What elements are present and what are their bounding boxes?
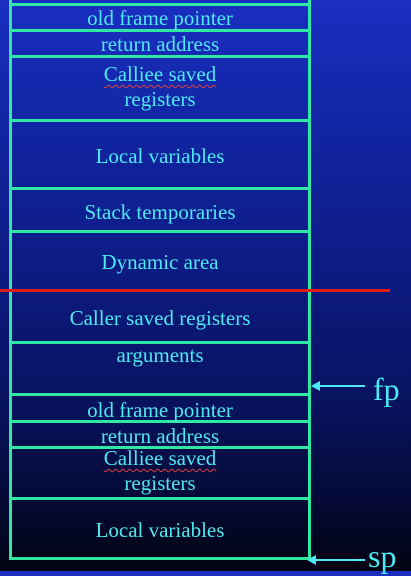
slot-divider — [9, 119, 311, 122]
slot-divider — [9, 393, 311, 396]
caller-saved-registers-label: Caller saved registers — [69, 306, 251, 330]
stack-left-border — [9, 0, 12, 560]
lower-old-frame-pointer-label: old frame pointer — [87, 398, 233, 422]
sp-pointer — [305, 546, 405, 576]
upper-old-frame-pointer-label: old frame pointer — [87, 6, 233, 30]
stack-right-border — [308, 0, 311, 560]
slot-divider — [9, 420, 311, 423]
frame-boundary-line — [0, 289, 390, 292]
sp-label: sp — [368, 538, 397, 574]
slot-divider — [9, 230, 311, 233]
arguments-label: arguments — [116, 343, 204, 367]
slot-divider — [9, 187, 311, 190]
lower-local-variables-label: Local variables — [95, 518, 225, 542]
lower-return-address-label: return address — [100, 424, 220, 448]
upper-local-variables-label: Local variables — [95, 144, 225, 168]
fp-pointer — [309, 372, 409, 402]
fp-arrow-icon — [311, 381, 365, 391]
slot-divider — [9, 29, 311, 32]
slot-divider — [9, 55, 311, 58]
lower-callee-saved-label: Calliee saved — [12, 446, 308, 471]
slot-divider — [9, 446, 311, 449]
upper-return-address-label: return address — [100, 32, 220, 56]
slot-divider — [9, 3, 311, 6]
lower-callee-saved-word: Calliee saved — [103, 446, 217, 470]
slot-divider — [9, 341, 311, 344]
lower-callee-saved-label-line2: registers — [124, 471, 196, 495]
stack-temporaries-label: Stack temporaries — [84, 200, 236, 224]
upper-callee-saved-label: Calliee saved — [12, 62, 308, 87]
slot-divider — [9, 497, 311, 500]
slot-divider — [9, 557, 311, 560]
sp-arrow-icon — [307, 555, 365, 565]
upper-callee-saved-word: Calliee saved — [103, 62, 217, 86]
upper-callee-saved-label-line2: registers — [124, 87, 196, 111]
dynamic-area-label: Dynamic area — [101, 250, 219, 274]
fp-label: fp — [373, 371, 400, 407]
